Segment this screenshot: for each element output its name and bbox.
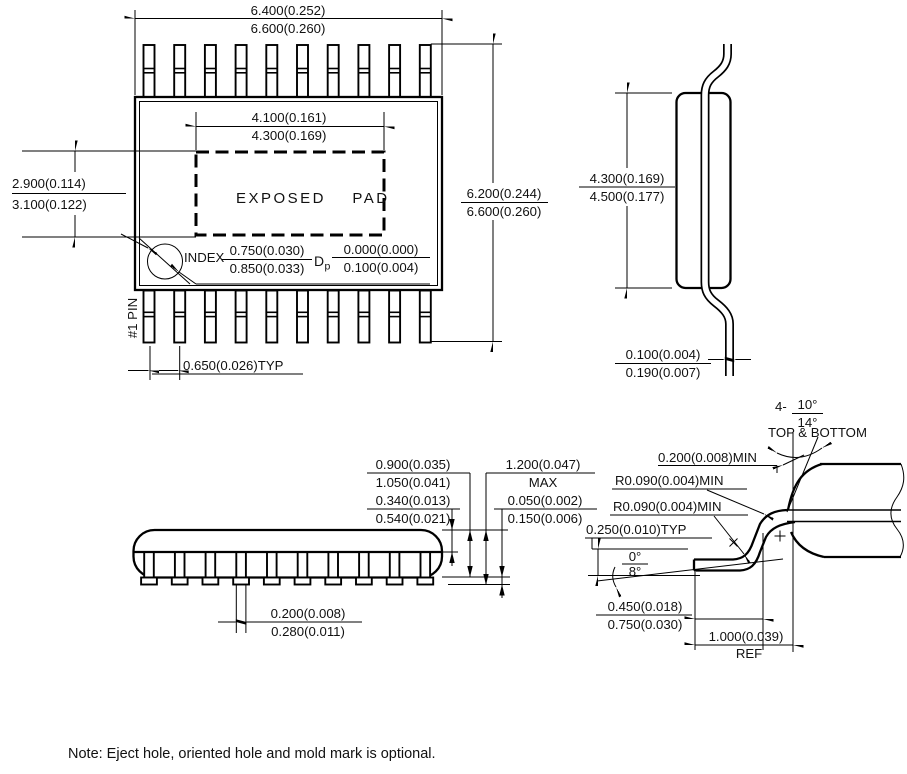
dim-flat-min: 0.200(0.008)MIN: [658, 450, 757, 465]
dim-pad-height-max: 3.100(0.122): [12, 197, 87, 212]
dim-front-shoulder-min: 0.340(0.013): [376, 493, 451, 508]
dim-dp-min: 0.000(0.000): [344, 242, 419, 257]
bottom-pin-row: [142, 289, 432, 344]
dim-pad-height-min: 2.900(0.114): [12, 176, 86, 191]
dim-front-body-max: 1.050(0.041): [376, 475, 451, 490]
dim-foot-length-min: 0.450(0.018): [608, 599, 683, 614]
dim-front-overall: 1.200(0.047): [506, 457, 581, 472]
front-body-outline: [132, 528, 444, 579]
dim-foot-angle-max: 8°: [629, 564, 642, 579]
dim-front-overall-max-label: MAX: [529, 475, 558, 490]
dim-front-shoulder-max: 0.540(0.021): [376, 511, 451, 526]
dim-side-height-max: 4.500(0.177): [590, 189, 665, 204]
lead-detail-view: 4- 10° 14° TOP & BOTTOM 0.200(0.008)MIN …: [585, 397, 905, 661]
dim-pad-width-max: 4.300(0.169): [252, 128, 327, 143]
dim-lead-width-min: 0.200(0.008): [271, 606, 346, 621]
index-label: INDEX: [184, 250, 225, 265]
exposed-pad-label-2: PAD: [352, 190, 389, 207]
dp-symbol: D: [314, 253, 324, 269]
package-body-outline: [133, 95, 444, 292]
dim-draft-angle-prefix: 4-: [775, 399, 787, 414]
dp-symbol-subscript: p: [325, 261, 331, 273]
detail-lead-lower-surface: [694, 520, 796, 572]
tangent-mark: [729, 538, 738, 547]
dim-lead-thickness-max: 0.190(0.007): [626, 365, 701, 380]
dim-body-width-min: 6.400(0.252): [251, 3, 326, 18]
detail-break-line: [890, 463, 905, 558]
dim-lead-length: 1.000(0.039): [709, 629, 784, 644]
dim-draft-angle-max: 14°: [798, 415, 818, 430]
detail-body-draft-edge: [786, 462, 823, 511]
dim-front-standoff-max: 0.150(0.006): [508, 511, 583, 526]
index-mark-slash: [138, 237, 191, 285]
pin1-label: #1 PIN: [125, 298, 140, 338]
top-view: EXPOSED PAD 6.400(0.252) 6.600(0.260) 4.…: [12, 3, 548, 380]
dim-body-width-max: 6.600(0.260): [251, 21, 326, 36]
detail-lead-upper-surface: [694, 508, 788, 561]
dim-index-min: 0.750(0.030): [230, 243, 305, 258]
dim-foot-length-max: 0.750(0.030): [608, 617, 683, 632]
front-view: 0.200(0.008) 0.280(0.011) 0.900(0.035) 1…: [132, 457, 597, 639]
dim-overall-height-max: 6.600(0.260): [467, 204, 542, 219]
top-bottom-label: TOP & BOTTOM: [768, 425, 867, 440]
dim-side-height-min: 4.300(0.169): [590, 171, 665, 186]
dim-pad-width-min: 4.100(0.161): [252, 110, 327, 125]
dim-lead-length-ref-label: REF: [736, 646, 762, 661]
dim-overall-height-min: 6.200(0.244): [467, 186, 542, 201]
dim-lead-width-max: 0.280(0.011): [271, 624, 345, 639]
drawing-note: Note: Eject hole, oriented hole and mold…: [68, 746, 436, 762]
dim-dp-max: 0.100(0.004): [344, 260, 419, 275]
exposed-pad-label-1: EXPOSED: [236, 190, 326, 207]
top-pin-row: [142, 44, 432, 98]
dim-front-body-min: 0.900(0.035): [376, 457, 451, 472]
dim-radius-1: R0.090(0.004)MIN: [615, 473, 723, 488]
dim-lead-thickness-typ: 0.250(0.010)TYP: [586, 522, 687, 537]
bend-center-mark: [774, 530, 786, 542]
dim-draft-angle-min: 10°: [798, 397, 818, 412]
dim-index-max: 0.850(0.033): [230, 261, 305, 276]
dim-foot-angle-min: 0°: [629, 549, 642, 564]
side-lead-inner: [702, 44, 733, 376]
exposed-pad-outline: [194, 150, 386, 237]
dim-front-standoff-min: 0.050(0.002): [508, 493, 583, 508]
package-body-inner-outline: [139, 101, 438, 286]
dim-pitch: 0.650(0.026)TYP: [183, 358, 284, 373]
dim-radius-2: R0.090(0.004)MIN: [613, 499, 721, 514]
side-view: 4.300(0.169) 4.500(0.177) 0.100(0.004) 0…: [579, 44, 751, 380]
index-mark-circle: [147, 243, 183, 280]
front-lead-row: [140, 551, 435, 586]
dim-lead-thickness-min: 0.100(0.004): [626, 347, 701, 362]
